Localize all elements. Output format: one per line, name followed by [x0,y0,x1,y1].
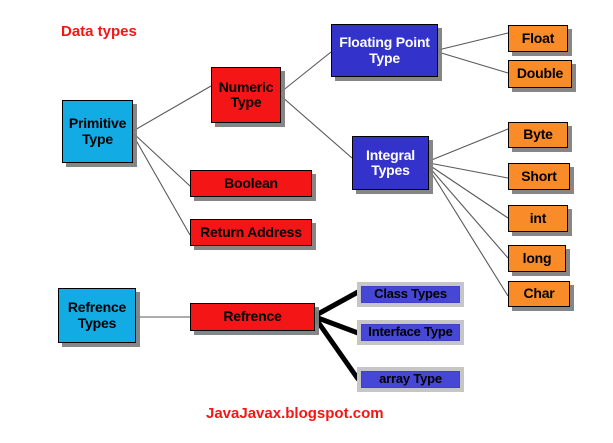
node-float[interactable]: Float [508,25,568,52]
edge-integral-to-char [428,168,509,297]
node-refrence[interactable]: Refrence [190,303,315,331]
node-primitive-type[interactable]: Primitive Type [62,100,133,163]
node-numeric-type-label-2: Type [230,94,262,110]
node-int[interactable]: int [508,205,568,232]
node-boolean-label: Boolean [224,174,278,191]
node-return-address-label: Return Address [200,223,302,240]
edge-primitive-to-numeric [132,85,212,132]
edge-refrence-to-interface [315,315,361,336]
node-array-type[interactable]: array Type [357,367,464,392]
edge-integral-to-int [428,164,509,219]
node-long[interactable]: long [508,245,566,272]
node-int-label: int [529,209,547,226]
node-interface-type-label: Interface Type [368,324,453,340]
node-short-label: Short [521,167,557,184]
node-primitive-type-label-2: Type [82,130,113,147]
node-integral-types-label-1: Integral [366,146,415,163]
edge-floating-to-float [437,32,509,51]
node-primitive-type-label-1: Primitive [68,115,127,132]
node-short[interactable]: Short [508,163,570,190]
edge-integral-to-long [428,166,509,259]
node-byte[interactable]: Byte [508,122,568,148]
edge-integral-to-byte [428,128,509,162]
node-floating-point-type-label-2: Type [369,49,400,66]
edge-numeric-to-floating [280,51,332,93]
node-numeric-type-label-1: Numeric [218,78,274,95]
node-float-label: Float [521,29,555,46]
node-char-label: Char [523,285,555,302]
node-refrence-types-label-2: Types [77,314,117,331]
edge-primitive-to-boolean [132,132,191,187]
node-byte-label: Byte [523,126,553,143]
edge-integral-to-short [428,162,509,179]
node-interface-type[interactable]: Interface Type [357,320,464,345]
footer-credit: JavaJavax.blogspot.com [206,405,384,422]
node-integral-types[interactable]: Integral Types [352,136,429,190]
node-class-types[interactable]: Class Types [357,282,464,307]
node-floating-point-type[interactable]: Floating Point Type [331,24,438,77]
edge-refrence-to-array [315,319,361,382]
node-refrence-types[interactable]: Refrence Types [58,288,136,343]
node-double[interactable]: Double [508,60,572,88]
edge-primitive-to-return [132,134,191,236]
node-boolean[interactable]: Boolean [190,170,312,197]
node-char[interactable]: Char [508,281,570,307]
node-double-label: Double [516,65,564,82]
node-refrence-label: Refrence [223,308,282,325]
page-title: Data types [61,23,137,40]
node-refrence-types-label-1: Refrence [67,299,127,316]
node-long-label: long [522,249,552,266]
edge-floating-to-double [437,51,509,74]
edge-refrence-to-class [315,289,361,317]
node-floating-point-type-label-1: Floating Point [339,34,430,51]
node-integral-types-label-2: Types [371,162,410,178]
node-class-types-label: Class Types [374,286,447,302]
node-numeric-type[interactable]: Numeric Type [211,67,281,123]
node-return-address[interactable]: Return Address [190,219,312,246]
edge-numeric-to-integral [280,95,353,159]
node-array-type-label: array Type [379,371,442,387]
